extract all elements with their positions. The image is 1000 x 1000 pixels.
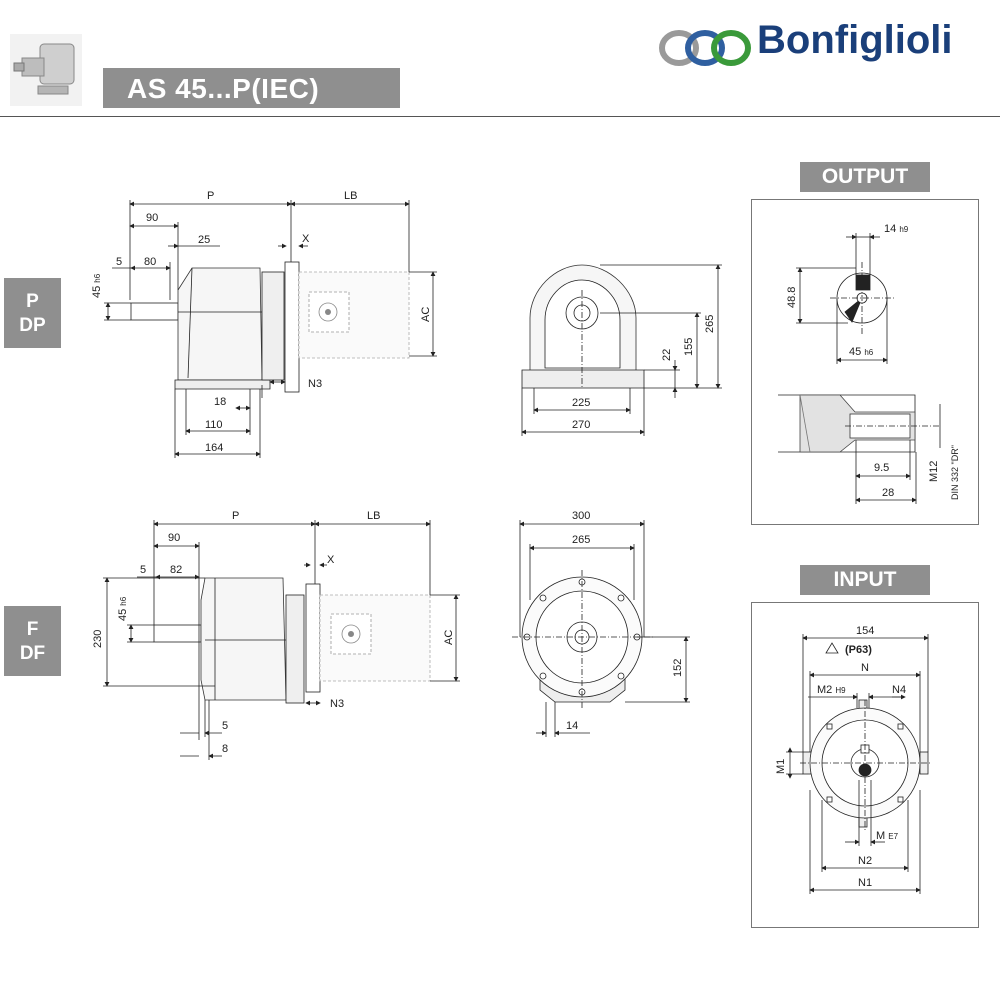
page-title: AS 45...P(IEC) [103, 68, 400, 108]
input-dim-n2: N2 [858, 855, 872, 867]
input-dim-m2: M2 H9 [817, 684, 846, 696]
f-front-view [512, 570, 655, 710]
output-dim-28: 28 [882, 487, 894, 499]
f-side-view [153, 577, 431, 704]
p-front-dim-155: 155 [683, 338, 695, 356]
p-dim-p: P [207, 190, 214, 202]
f-dim-230: 230 [92, 630, 104, 648]
output-dim-m12: M12 [928, 461, 940, 482]
f-front-dim-265: 265 [572, 534, 590, 546]
output-dim-din332: DIN 332 "DR" [950, 445, 960, 500]
side-label-dp: DP [19, 315, 46, 336]
p-dim-45: 45 h6 [91, 273, 103, 298]
side-label-f: F [26, 619, 39, 640]
input-frame [751, 602, 979, 928]
f-dim-45: 45 h6 [117, 596, 129, 621]
p-front-dimensions [521, 264, 722, 436]
p-dim-90: 90 [146, 212, 158, 224]
f-front-dim-300: 300 [572, 510, 590, 522]
p-front-dim-265: 265 [704, 315, 716, 333]
p-dim-25: 25 [198, 234, 210, 246]
side-label-f-df: F DF [4, 606, 61, 676]
f-side-dimensions [103, 520, 460, 760]
f-front-dim-14: 14 [566, 720, 578, 732]
input-dim-m: M E7 [876, 830, 899, 842]
output-shaft-section [796, 233, 895, 364]
side-label-df: DF [19, 643, 46, 664]
p-side-view [130, 261, 410, 393]
input-dimensions [786, 634, 929, 894]
f-dim-8: 8 [222, 743, 228, 755]
output-dim-9-5: 9.5 [874, 462, 889, 474]
input-flange-view [800, 699, 930, 830]
f-dim-lb: LB [367, 510, 380, 522]
p-dim-x: X [302, 233, 310, 245]
f-dim-5b: 5 [222, 720, 228, 732]
gearmotor-thumbnail-icon [10, 34, 82, 106]
p-dim-lb: LB [344, 190, 357, 202]
output-dim-45: 45 h6 [849, 346, 874, 358]
p-dim-80: 80 [144, 256, 156, 268]
output-section-label: OUTPUT [800, 162, 930, 192]
f-dim-90: 90 [168, 532, 180, 544]
input-dim-154: 154 [856, 625, 874, 637]
output-frame [751, 199, 979, 525]
f-dim-82: 82 [170, 564, 182, 576]
side-label-p-dp: P DP [4, 278, 61, 348]
f-dim-ac: AC [443, 630, 455, 645]
f-dim-p: P [232, 510, 239, 522]
f-dim-5: 5 [140, 564, 146, 576]
p-dim-ac: AC [420, 307, 432, 322]
input-section-label: INPUT [800, 565, 930, 595]
input-dim-n: N [861, 662, 869, 674]
f-dim-n3: N3 [330, 698, 344, 710]
p-front-dim-22: 22 [661, 349, 673, 361]
input-dim-m1: M1 [775, 759, 787, 774]
f-dim-x: X [327, 554, 335, 566]
p-dim-110: 110 [205, 419, 223, 431]
p-front-view [521, 264, 645, 389]
side-label-p: P [26, 291, 39, 312]
p-dim-n3: N3 [308, 378, 322, 390]
p-dim-18: 18 [214, 396, 226, 408]
input-dim-p63: (P63) [845, 644, 872, 656]
output-dim-14: 14 h9 [884, 223, 909, 235]
brand-name: Bonfiglioli [757, 18, 953, 62]
p-side-dimensions [104, 200, 437, 458]
f-front-dim-152: 152 [672, 659, 684, 677]
input-dim-n1: N1 [858, 877, 872, 889]
p-dim-5: 5 [116, 256, 122, 268]
output-dim-48-8: 48.8 [786, 287, 798, 308]
p-dim-164: 164 [205, 442, 223, 454]
p-front-dim-270: 270 [572, 419, 590, 431]
header-divider [0, 116, 1000, 117]
f-front-dimensions [519, 520, 690, 737]
p-front-dim-225: 225 [572, 397, 590, 409]
bonfiglioli-logo-icon [659, 30, 751, 66]
output-shaft-end-detail [778, 394, 941, 504]
input-dim-n4: N4 [892, 684, 906, 696]
